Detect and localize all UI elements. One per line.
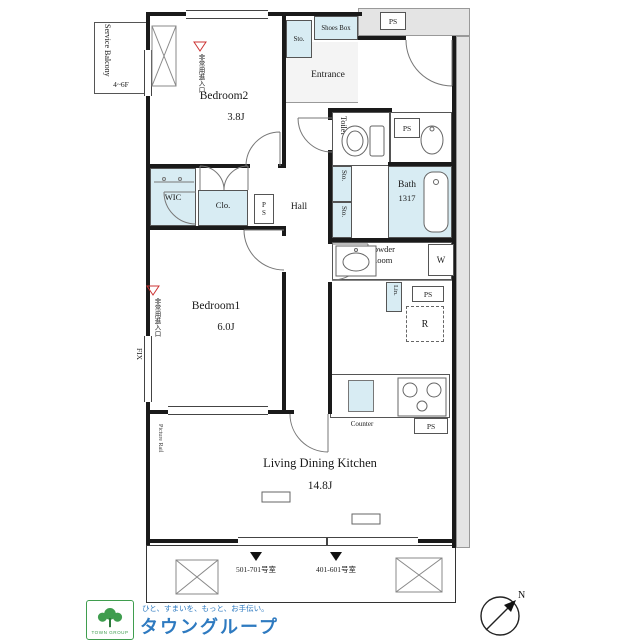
service-balcony-floors: 4~6F <box>113 80 129 89</box>
wall-segment <box>452 36 456 548</box>
ps-shaft-powder: PS <box>412 286 444 302</box>
brand-logo-text: TOWN GROUP <box>91 629 129 635</box>
wall-segment <box>282 226 286 236</box>
storage-upper <box>332 166 352 202</box>
counter-label: Counter <box>350 420 374 428</box>
common-area-right <box>456 36 470 548</box>
furniture-mark <box>261 491 381 525</box>
wall-segment <box>146 539 238 543</box>
brand-name: タウングループ <box>140 617 279 637</box>
wall-segment <box>328 150 332 244</box>
wall-segment <box>332 238 452 242</box>
shoes-box <box>314 16 358 40</box>
storage-entrance <box>286 20 312 58</box>
wall-segment <box>328 112 332 120</box>
wall-segment <box>388 162 452 166</box>
toilet-door-arc <box>297 117 333 153</box>
window-mullion <box>326 537 328 546</box>
wall-segment <box>146 226 286 230</box>
room-label-bedroom1: Bedroom1 <box>191 300 241 312</box>
closet <box>198 190 248 226</box>
window <box>186 10 268 19</box>
room-size-ldk: 14.8J <box>307 480 333 492</box>
picture-rail-label: Picture Rail <box>157 424 163 453</box>
ldk-door-arc <box>289 413 329 453</box>
wall-segment <box>146 12 150 545</box>
wall-segment <box>418 539 456 543</box>
room-label-powder-1: Powder <box>369 244 395 254</box>
balcony <box>146 545 456 603</box>
window <box>238 537 418 546</box>
storage-lower-label: Sto. <box>340 206 348 218</box>
bedroom1-door-arc <box>243 229 285 271</box>
room-label-wic: WIC <box>164 192 182 202</box>
ps-shaft-hall-label: PS <box>260 201 268 217</box>
room-size-bedroom2: 3.8J <box>227 112 245 123</box>
ps-shaft-top: PS <box>380 12 406 30</box>
unit-note-right: 401-601号室 <box>316 565 356 574</box>
room-label-entrance: Entrance <box>311 70 345 80</box>
wall-segment <box>328 282 332 414</box>
wall-segment <box>358 36 406 40</box>
service-balcony-label: Service Balcony <box>103 24 112 77</box>
brand-tagline: ひと、すまいを、もっと、お手伝い。 <box>142 604 269 613</box>
emergency-entry-label-left: 非常用進入口 <box>153 298 160 337</box>
room-label-toilet: Toilet <box>339 116 348 135</box>
window <box>144 50 152 96</box>
hatch-box-top-left <box>151 25 177 87</box>
room-size-bedroom1: 6.0J <box>217 322 235 333</box>
kitchen-sink <box>348 380 374 412</box>
ps-shaft-toilet: PS <box>394 118 420 138</box>
powder-room-line <box>332 280 452 281</box>
room-label-bath: Bath <box>398 180 416 190</box>
ps-shaft-counter: PS <box>414 418 448 434</box>
wall-segment <box>282 12 286 168</box>
common-area-top <box>358 8 470 36</box>
entrance-door-arc <box>405 39 453 87</box>
compass: N <box>480 590 525 636</box>
tree-logo-icon <box>97 607 123 627</box>
room-label-hall: Hall <box>290 202 308 212</box>
service-balcony <box>94 22 148 94</box>
wall-segment <box>146 164 250 168</box>
room-size-bath: 1317 <box>398 193 416 203</box>
brand-logo: TOWN GROUP <box>86 600 134 640</box>
emergency-entry-label-top: 非常用進入口 <box>197 54 204 93</box>
wall-segment <box>282 272 286 414</box>
fix-window <box>144 336 152 402</box>
room-label-clo: Clo. <box>215 200 231 210</box>
shoes-box-label: Shoes Box <box>321 24 351 32</box>
closet-doors-arc <box>199 165 249 191</box>
entrance-step-line <box>286 102 358 103</box>
balcony-label: Balcony <box>410 580 442 590</box>
compass-north-label: N <box>518 590 525 601</box>
washer-space: W <box>428 244 454 276</box>
refrigerator-space: R <box>406 306 444 342</box>
room-label-powder-2: Room <box>371 255 393 265</box>
unit-note-left: 501-701号室 <box>236 565 276 574</box>
sliding-door <box>168 406 268 415</box>
fix-label: FIX <box>135 348 144 361</box>
wall-segment <box>278 164 286 168</box>
wall-segment <box>282 410 294 414</box>
ps-shaft-hall: PS <box>254 194 274 224</box>
wall-segment <box>328 108 392 112</box>
storage-upper-label: Sto. <box>340 170 348 182</box>
room-label-bedroom2: Bedroom2 <box>199 90 249 102</box>
storage-entrance-label: Sto. <box>293 35 305 43</box>
linen-closet <box>386 282 402 312</box>
room-label-ldk: Living Dining Kitchen <box>263 456 377 470</box>
bedroom2-door-arc <box>245 131 281 167</box>
linen-label: Lin. <box>392 285 399 296</box>
storage-lower <box>332 202 352 238</box>
